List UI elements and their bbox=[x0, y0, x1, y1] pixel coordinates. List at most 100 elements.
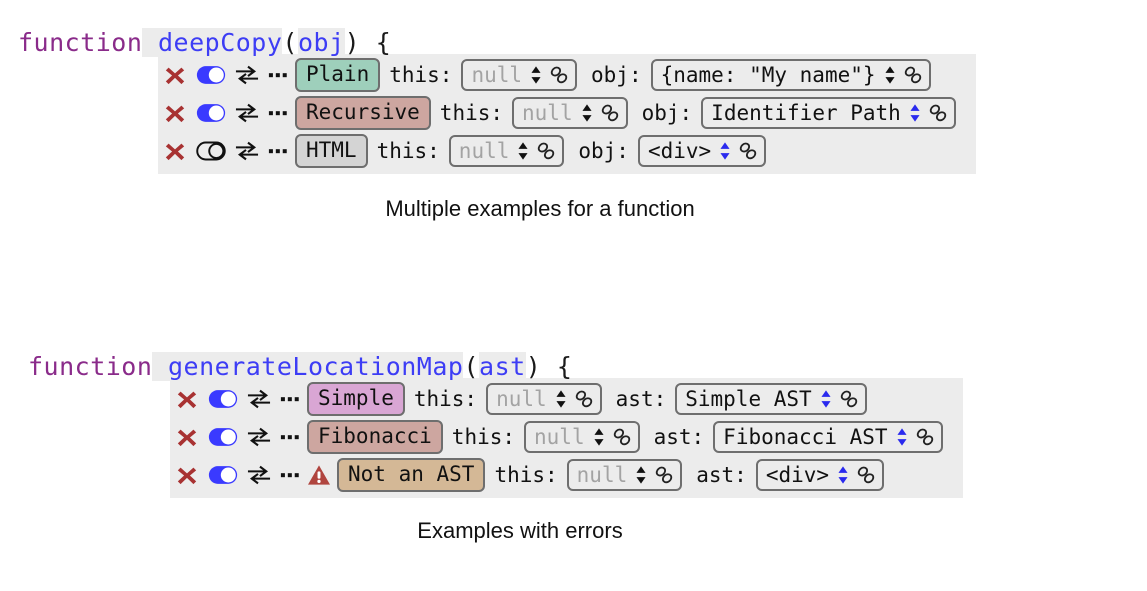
link-icon[interactable] bbox=[903, 65, 923, 85]
arg-value: Identifier Path bbox=[711, 100, 901, 125]
example-row: HTML this: null obj: <div> bbox=[164, 132, 970, 170]
arg-value-field[interactable]: <div> bbox=[637, 135, 767, 167]
example-name-tag[interactable]: Not an AST bbox=[337, 458, 486, 492]
link-icon[interactable] bbox=[839, 389, 859, 409]
stepper-icon[interactable] bbox=[517, 141, 529, 161]
open-paren: ( bbox=[282, 28, 298, 57]
open-brace: { bbox=[375, 28, 392, 57]
stepper-icon[interactable] bbox=[593, 427, 605, 447]
enable-toggle[interactable] bbox=[196, 103, 226, 123]
arg-label: obj: bbox=[591, 63, 642, 87]
arg-value-field[interactable]: null bbox=[524, 421, 640, 453]
stepper-icon[interactable] bbox=[909, 103, 921, 123]
example-name-tag[interactable]: HTML bbox=[295, 134, 368, 168]
link-icon[interactable] bbox=[738, 141, 758, 161]
arg-value-field[interactable]: Identifier Path bbox=[701, 97, 956, 129]
arg-value: <div> bbox=[765, 462, 830, 487]
link-icon[interactable] bbox=[536, 141, 556, 161]
link-icon[interactable] bbox=[600, 103, 620, 123]
arg-label: ast: bbox=[615, 387, 667, 411]
link-icon[interactable] bbox=[549, 65, 569, 85]
open-brace: { bbox=[556, 352, 573, 381]
function-signature-1: function deepCopy(obj) { bbox=[18, 26, 976, 60]
caption-2: Examples with errors bbox=[417, 518, 623, 543]
arg-value-field[interactable]: null bbox=[448, 135, 565, 167]
example-row: Plain this: null obj: {name: "My name"} bbox=[164, 56, 970, 94]
ellipsis-icon[interactable] bbox=[268, 103, 288, 123]
keyword-function: function bbox=[18, 28, 143, 57]
link-icon[interactable] bbox=[574, 389, 594, 409]
enable-toggle[interactable] bbox=[208, 427, 238, 447]
stepper-icon[interactable] bbox=[555, 389, 567, 409]
example-name-tag[interactable]: Plain bbox=[295, 58, 381, 92]
x-icon[interactable] bbox=[176, 426, 198, 448]
arg-value-field[interactable]: Simple AST bbox=[675, 383, 867, 415]
x-icon[interactable] bbox=[164, 64, 186, 86]
stepper-icon[interactable] bbox=[820, 389, 832, 409]
arg-label: this: bbox=[376, 139, 440, 163]
arg-value: null bbox=[576, 462, 628, 487]
arg-label: obj: bbox=[641, 101, 693, 125]
link-icon[interactable] bbox=[612, 427, 632, 447]
arg-value-field[interactable]: {name: "My name"} bbox=[650, 59, 931, 91]
swap-icon[interactable] bbox=[235, 141, 259, 161]
swap-icon[interactable] bbox=[247, 389, 271, 409]
stepper-icon[interactable] bbox=[837, 465, 849, 485]
arg-value: <div> bbox=[647, 138, 712, 163]
stepper-icon[interactable] bbox=[884, 65, 896, 85]
link-icon[interactable] bbox=[928, 103, 948, 123]
x-icon[interactable] bbox=[164, 140, 186, 162]
swap-icon[interactable] bbox=[235, 65, 259, 85]
stepper-icon[interactable] bbox=[719, 141, 731, 161]
link-icon[interactable] bbox=[915, 427, 935, 447]
keyword-function: function bbox=[28, 352, 153, 381]
arg-value-field[interactable]: null bbox=[512, 97, 628, 129]
arg-value: Fibonacci AST bbox=[723, 424, 888, 449]
arg-value-field[interactable]: null bbox=[486, 383, 602, 415]
swap-icon[interactable] bbox=[247, 465, 271, 485]
enable-toggle[interactable] bbox=[208, 465, 238, 485]
function-param: obj bbox=[297, 28, 345, 57]
arg-value-field[interactable]: null bbox=[461, 59, 578, 91]
enable-toggle[interactable] bbox=[196, 65, 226, 85]
arg-label: obj: bbox=[578, 139, 629, 163]
swap-icon[interactable] bbox=[247, 427, 271, 447]
arg-value: null bbox=[471, 62, 523, 87]
swap-icon[interactable] bbox=[235, 103, 259, 123]
ellipsis-icon[interactable] bbox=[280, 465, 300, 485]
ellipsis-icon[interactable] bbox=[280, 427, 300, 447]
stepper-icon[interactable] bbox=[635, 465, 647, 485]
function-name: deepCopy bbox=[157, 28, 283, 57]
stepper-icon[interactable] bbox=[530, 65, 542, 85]
arg-value-field[interactable]: <div> bbox=[755, 459, 885, 491]
link-icon[interactable] bbox=[856, 465, 876, 485]
link-icon[interactable] bbox=[654, 465, 674, 485]
x-icon[interactable] bbox=[176, 388, 198, 410]
example-name-tag[interactable]: Fibonacci bbox=[307, 420, 443, 454]
stepper-icon[interactable] bbox=[581, 103, 593, 123]
examples-panel-1: Plain this: null obj: {name: "My name"} Rec… bbox=[158, 54, 976, 174]
open-paren: ( bbox=[463, 352, 480, 381]
x-icon[interactable] bbox=[176, 464, 198, 486]
enable-toggle[interactable] bbox=[208, 389, 238, 409]
stepper-icon[interactable] bbox=[896, 427, 908, 447]
x-icon[interactable] bbox=[164, 102, 186, 124]
arg-label: ast: bbox=[653, 425, 705, 449]
arg-value-field[interactable]: null bbox=[566, 459, 683, 491]
arg-label: ast: bbox=[696, 463, 747, 487]
ellipsis-icon[interactable] bbox=[280, 389, 300, 409]
arg-label: this: bbox=[439, 101, 504, 125]
ellipsis-icon[interactable] bbox=[268, 65, 288, 85]
enable-toggle[interactable] bbox=[196, 141, 226, 161]
arg-value: {name: "My name"} bbox=[660, 62, 876, 87]
example-name-tag[interactable]: Recursive bbox=[295, 96, 431, 130]
ellipsis-icon[interactable] bbox=[268, 141, 288, 161]
arg-value: null bbox=[522, 100, 573, 125]
arg-label: this: bbox=[389, 63, 453, 87]
example-name-tag[interactable]: Simple bbox=[307, 382, 405, 416]
arg-value-field[interactable]: Fibonacci AST bbox=[713, 421, 943, 453]
